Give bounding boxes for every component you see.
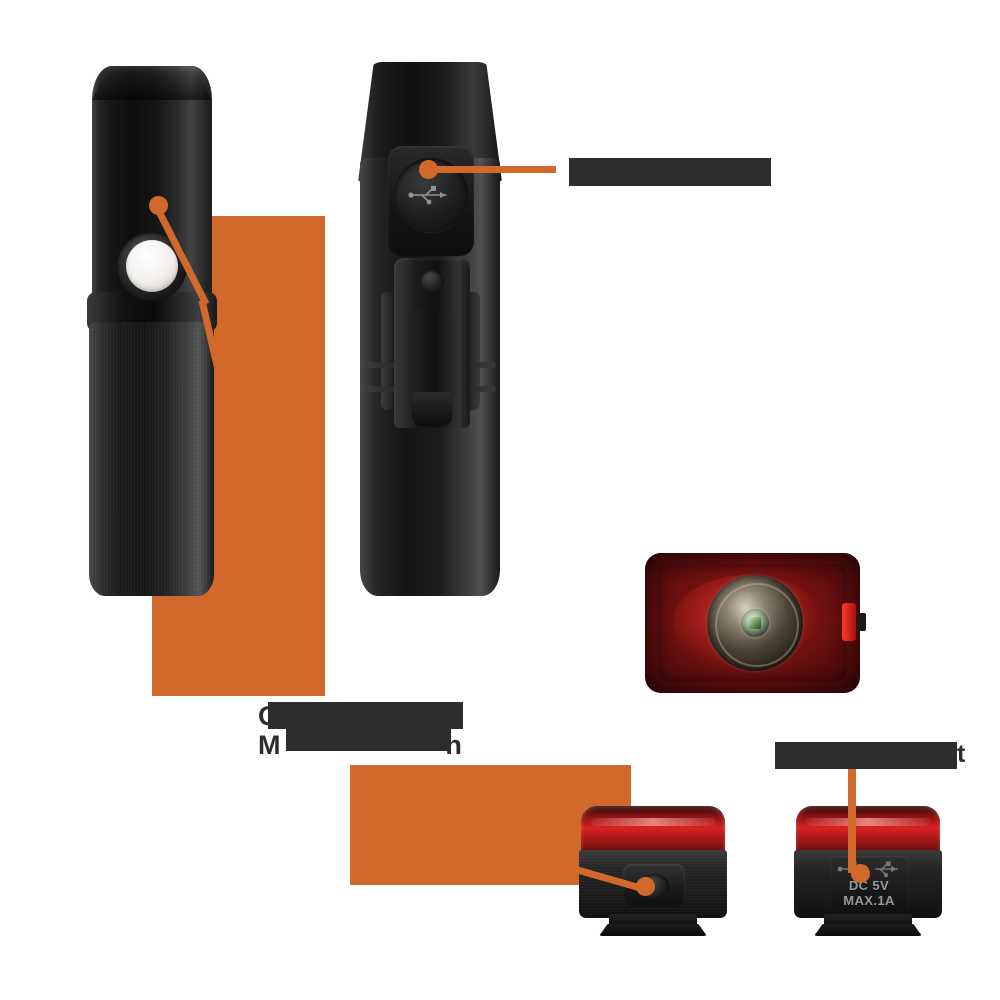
- usb-icon: [408, 186, 447, 205]
- flashlight-head-taper: [92, 66, 212, 100]
- callout-label-lumens: O M n: [258, 702, 463, 760]
- callout-dot-taillight-power[interactable]: [636, 877, 655, 896]
- usb-port-plate[interactable]: [830, 856, 908, 912]
- taillight-lens-view: [645, 553, 866, 693]
- flashlight-body-texture: [89, 322, 214, 596]
- belt-clip-tab: [412, 392, 452, 426]
- callout-dot-taillight-usb[interactable]: [851, 864, 870, 883]
- taillight-rating-current: MAX.1A: [843, 893, 895, 908]
- taillight-side-lens: [842, 603, 856, 641]
- taillight-side-nub: [857, 613, 866, 631]
- taillight-lens-highlight: [591, 818, 715, 826]
- flashlight-body: [89, 322, 214, 596]
- taillight-reflector-ring: [715, 583, 799, 667]
- redaction-bar: [775, 742, 957, 769]
- belt-clip-inner-panel: [408, 310, 456, 402]
- callout-dot-flashlight-power[interactable]: [149, 196, 168, 215]
- power-button-icon[interactable]: [126, 240, 178, 292]
- flashlight-rear-view: [350, 62, 510, 597]
- led-core: [749, 617, 761, 629]
- taillight-usb-view: DC 5V MAX.1A: [790, 806, 946, 938]
- taillight-mount-lower: [814, 924, 922, 936]
- redaction-bar: [569, 158, 771, 186]
- taillight-mount-lower: [599, 924, 707, 936]
- taillight-usb-lens: [796, 806, 940, 854]
- taillight-mount-upper: [824, 914, 912, 926]
- callout-label-taillight-usb: t: [775, 740, 966, 769]
- callout-line-flashlight-usb: [428, 166, 556, 173]
- label-line-2: M n: [258, 725, 462, 760]
- taillight-rating-voltage: DC 5V: [848, 878, 890, 893]
- callout-line-taillight-usb: [848, 768, 856, 873]
- belt-clip-arm-left: [381, 292, 397, 410]
- label-line-1: O: [258, 702, 463, 731]
- callout-dot-flashlight-usb[interactable]: [419, 160, 438, 179]
- taillight-usb-lens-highlight: [806, 818, 930, 826]
- flashlight-front-view: [78, 66, 226, 596]
- clip-screw-icon: [421, 270, 443, 292]
- redaction-bar: [286, 725, 451, 751]
- taillight-mount-upper: [609, 914, 697, 926]
- redaction-bar: [268, 702, 463, 729]
- taillight-button-lens: [581, 806, 725, 854]
